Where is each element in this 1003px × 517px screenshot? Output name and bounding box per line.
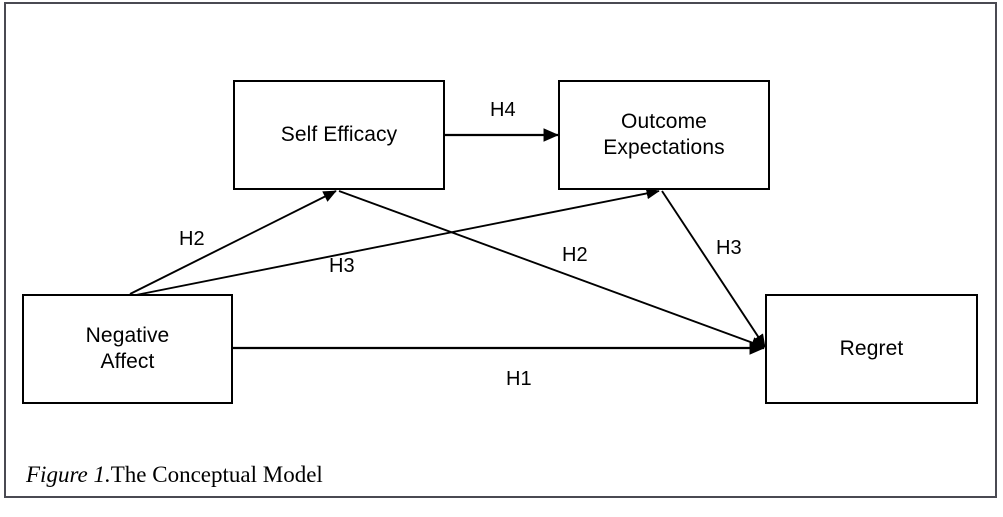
node-negative-affect[interactable]: Negative Affect [22, 294, 233, 404]
edge-label-h3-left: H3 [329, 255, 355, 277]
edge-label-h3-right: H3 [716, 237, 742, 259]
figure-caption: Figure 1.The Conceptual Model [26, 462, 323, 488]
node-self-efficacy-label: Self Efficacy [280, 123, 398, 147]
edge-h2-self-efficacy-to-regret [338, 190, 765, 349]
edge-label-h2-right: H2 [562, 244, 588, 266]
edge-h2-negative-affect-to-self-efficacy [129, 190, 337, 295]
node-negative-affect-label: Negative Affect [85, 324, 170, 373]
edge-label-h2-left: H2 [179, 228, 205, 250]
node-regret[interactable]: Regret [765, 294, 978, 404]
edge-label-h4: H4 [490, 99, 516, 121]
node-self-efficacy[interactable]: Self Efficacy [233, 80, 445, 190]
node-regret-label: Regret [839, 337, 904, 361]
edge-label-h1: H1 [506, 368, 532, 390]
edge-h3-negative-affect-to-outcome-expectations [130, 187, 660, 297]
edge-h3-outcome-expectations-to-regret [661, 190, 766, 348]
figure-caption-number: Figure 1. [26, 462, 111, 487]
node-outcome-expectations-label: Outcome Expectations [603, 110, 725, 159]
figure-caption-text: The Conceptual Model [110, 462, 323, 487]
node-outcome-expectations[interactable]: Outcome Expectations [558, 80, 770, 190]
